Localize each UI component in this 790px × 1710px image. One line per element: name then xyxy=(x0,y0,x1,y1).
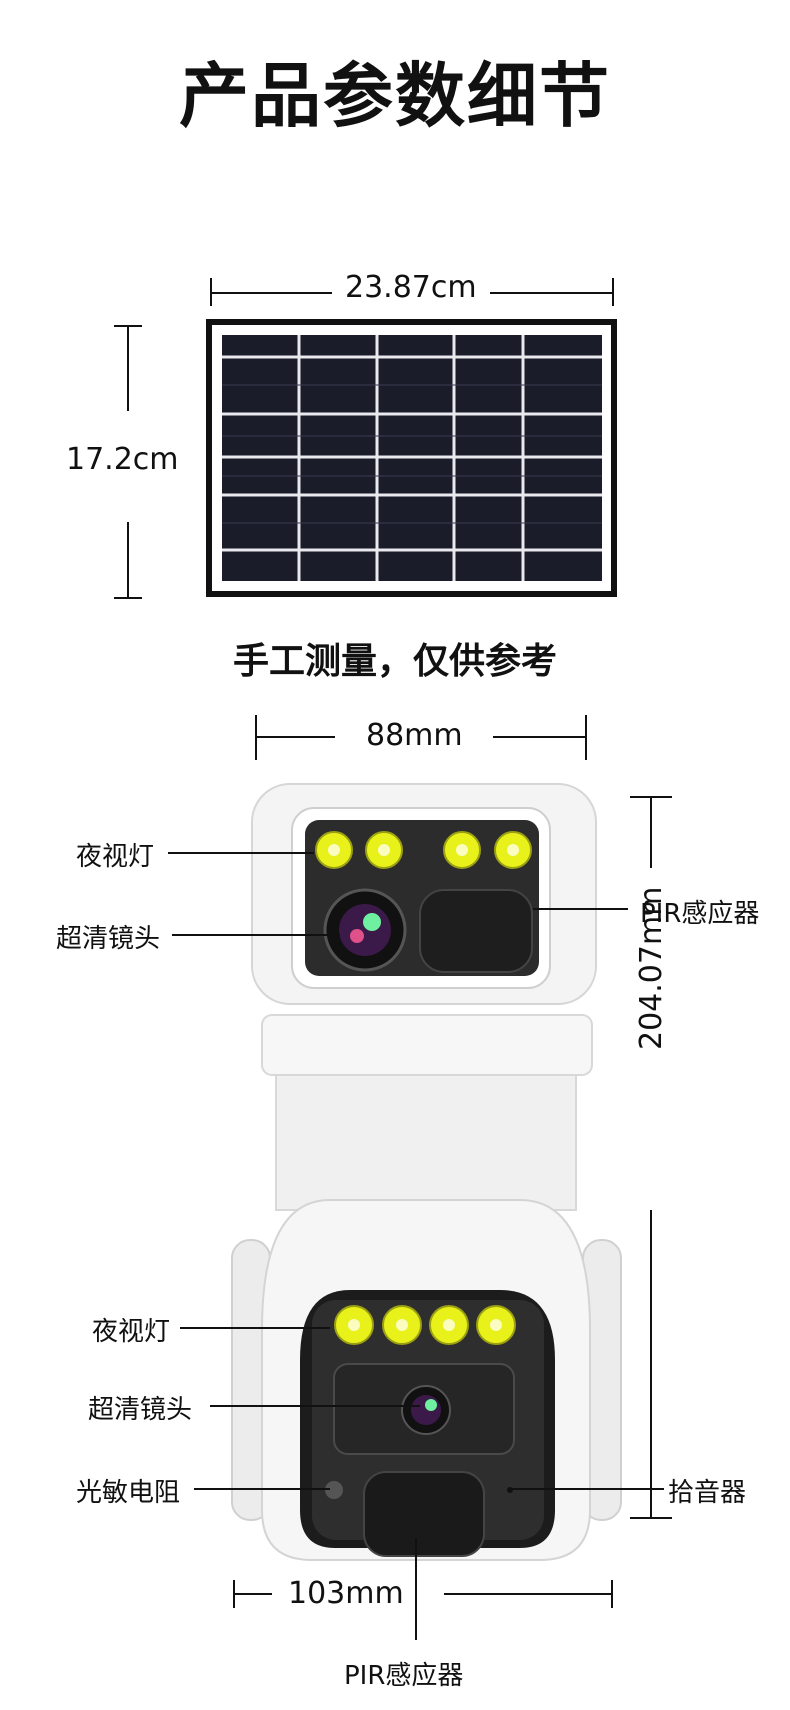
panel-width-label: 23.87cm xyxy=(345,270,477,305)
camera-bottom-width-label: 103mm xyxy=(288,1576,404,1611)
width-dim-line-right xyxy=(490,292,614,294)
lower-night-light-label: 夜视灯 xyxy=(92,1317,171,1347)
page-title: 产品参数细节 xyxy=(179,55,611,137)
height-dim-line-bottom xyxy=(127,522,129,598)
width-dim-line-left xyxy=(212,292,332,294)
height-dim-line-top xyxy=(127,325,129,411)
panel-height-label: 17.2cm xyxy=(66,442,179,477)
camera-top-width-label: 88mm xyxy=(366,718,463,753)
lower-pir-sensor-label: PIR感应器 xyxy=(344,1661,464,1691)
upper-night-light-label: 夜视灯 xyxy=(76,842,155,872)
microphone-label: 拾音器 xyxy=(668,1478,747,1508)
measurement-note: 手工测量，仅供参考 xyxy=(232,641,557,682)
width-dim-tick-right xyxy=(612,278,614,306)
width-dim-tick-left xyxy=(210,278,212,306)
upper-hd-lens-label: 超清镜头 xyxy=(56,924,161,954)
upper-pir-sensor-label: PIR感应器 xyxy=(640,899,760,929)
lower-hd-lens-label: 超清镜头 xyxy=(88,1395,193,1425)
photoresistor-label: 光敏电阻 xyxy=(76,1478,181,1508)
height-dim-tick-bottom xyxy=(114,597,142,599)
